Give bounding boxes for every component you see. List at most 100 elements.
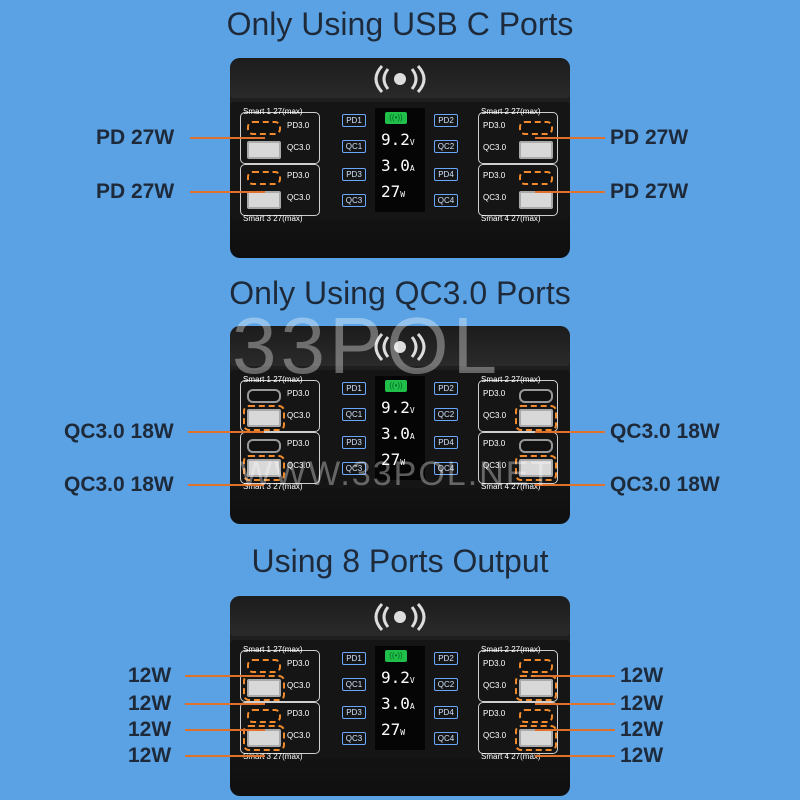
wireless-charge-icon (374, 64, 426, 94)
tag-pd4: PD4 (434, 436, 458, 449)
callout-line (535, 137, 605, 139)
smart4-label: Smart 4 27(max) (481, 752, 541, 761)
usb-c-port[interactable] (247, 121, 281, 135)
usb-c-port[interactable] (247, 389, 281, 403)
current-readout: 3.0A (381, 156, 415, 175)
power-readout: 27W (381, 182, 406, 201)
tag-qc4: QC4 (434, 194, 458, 207)
qc-label: QC3.0 (287, 411, 311, 420)
smart2-label: Smart 2 27(max) (481, 375, 541, 384)
usb-a-port[interactable] (515, 675, 557, 701)
charger-top (230, 58, 570, 98)
smart4-label: Smart 4 27(max) (481, 482, 541, 491)
callout-right-2: QC3.0 18W (610, 473, 720, 496)
port-group-smart2: Smart 2 27(max) PD3.0 QC3.0 (478, 375, 558, 432)
port-group-smart1: Smart 1 27(max) PD3.0 QC3.0 (240, 375, 320, 432)
pd-label: PD3.0 (287, 389, 310, 398)
callout-left-2: 12W (128, 692, 172, 715)
usb-c-port[interactable] (247, 709, 281, 723)
charger-top (230, 596, 570, 636)
usb-c-port[interactable] (519, 389, 553, 403)
port-group-smart2: Smart 2 27(max) PD3.0 QC3.0 (478, 645, 558, 702)
smart1-label: Smart 1 27(max) (243, 645, 303, 654)
usb-c-port[interactable] (519, 171, 553, 185)
tag-pd1: PD1 (342, 114, 366, 127)
usb-a-port[interactable] (515, 405, 557, 431)
qc-label: QC3.0 (287, 731, 311, 740)
tag-qc2: QC2 (434, 408, 458, 421)
callout-line (185, 703, 265, 705)
usb-a-port[interactable] (247, 191, 281, 209)
voltage-readout: 9.2V (381, 398, 415, 417)
smart1-label: Smart 1 27(max) (243, 107, 303, 116)
tag-qc3: QC3 (342, 732, 366, 745)
tag-pd3: PD3 (342, 168, 366, 181)
usb-c-port[interactable] (247, 171, 281, 185)
port-group-smart2: Smart 2 27(max) PD3.0 QC3.0 (478, 107, 558, 164)
callout-right-2: 12W (620, 692, 664, 715)
wireless-charge-icon (374, 332, 426, 362)
callout-right-2: PD 27W (610, 180, 689, 203)
smart3-label: Smart 3 27(max) (243, 482, 303, 491)
port-group-smart3: PD3.0 QC3.0 Smart 3 27(max) (240, 702, 320, 761)
display-screen: ((•)) 9.2V 3.0A 27W (375, 646, 425, 750)
port-group-smart3: PD3.0 QC3.0 Smart 3 27(max) (240, 164, 320, 223)
title-qc30: Only Using QC3.0 Ports (229, 275, 571, 311)
wireless-status-icon: ((•)) (385, 380, 407, 392)
callout-left-1: QC3.0 18W (64, 420, 174, 443)
callout-left-4: 12W (128, 744, 172, 767)
usb-c-port[interactable] (519, 659, 553, 673)
tag-qc1: QC1 (342, 408, 366, 421)
usb-a-port[interactable] (243, 725, 285, 751)
usb-c-port[interactable] (247, 439, 281, 453)
port-group-smart4: PD3.0 QC3.0 Smart 4 27(max) (478, 702, 558, 761)
wireless-status-icon: ((•)) (385, 650, 407, 662)
qc-label: QC3.0 (483, 681, 507, 690)
watermark-logo: 33POL (232, 301, 502, 390)
charger-face: Smart 1 27(max) PD3.0 QC3.0 PD3.0 QC3.0 … (230, 370, 570, 491)
charger-device-2: Smart 1 27(max) PD3.0 QC3.0 PD3.0 QC3.0 … (230, 326, 570, 524)
charger-device-3: Smart 1 27(max) PD3.0 QC3.0 PD3.0 QC3.0 … (230, 596, 570, 796)
usb-a-port[interactable] (515, 455, 557, 481)
usb-a-port[interactable] (243, 675, 285, 701)
pd-label: PD3.0 (483, 171, 506, 180)
callout-line (190, 137, 265, 139)
qc-label: QC3.0 (287, 143, 311, 152)
power-readout: 27W (381, 720, 406, 739)
pd-label: PD3.0 (483, 121, 506, 130)
tag-qc4: QC4 (434, 732, 458, 745)
callout-left-2: PD 27W (96, 180, 175, 203)
port-group-smart4: PD3.0 QC3.0 Smart 4 27(max) (478, 432, 558, 491)
port-group-smart4: PD3.0 QC3.0 Smart 4 27(max) (478, 164, 558, 223)
usb-a-port[interactable] (519, 141, 553, 159)
tag-pd2: PD2 (434, 382, 458, 395)
pd-label: PD3.0 (287, 439, 310, 448)
power-readout: 27W (381, 450, 406, 469)
usb-c-port[interactable] (247, 659, 281, 673)
usb-c-port[interactable] (519, 709, 553, 723)
tag-pd2: PD2 (434, 652, 458, 665)
usb-a-port[interactable] (247, 141, 281, 159)
pd-label: PD3.0 (287, 171, 310, 180)
callout-line (535, 755, 615, 757)
usb-c-port[interactable] (519, 439, 553, 453)
charger-face: Smart 1 27(max) PD3.0 QC3.0 PD3.0 QC3.0 … (230, 102, 570, 223)
callout-right-1: PD 27W (610, 126, 689, 149)
wireless-status-icon: ((•)) (385, 112, 407, 124)
usb-a-port[interactable] (243, 405, 285, 431)
callout-right-1: QC3.0 18W (610, 420, 720, 443)
tag-qc3: QC3 (342, 194, 366, 207)
callout-line (535, 675, 615, 677)
callout-left-1: 12W (128, 664, 172, 687)
qc-label: QC3.0 (483, 193, 507, 202)
usb-c-port[interactable] (519, 121, 553, 135)
qc-label: QC3.0 (483, 731, 507, 740)
tag-qc1: QC1 (342, 140, 366, 153)
pd-label: PD3.0 (287, 121, 310, 130)
usb-a-port[interactable] (243, 455, 285, 481)
callout-line (185, 675, 265, 677)
usb-a-port[interactable] (519, 191, 553, 209)
pd-label: PD3.0 (483, 389, 506, 398)
usb-a-port[interactable] (515, 725, 557, 751)
qc-label: QC3.0 (287, 681, 311, 690)
